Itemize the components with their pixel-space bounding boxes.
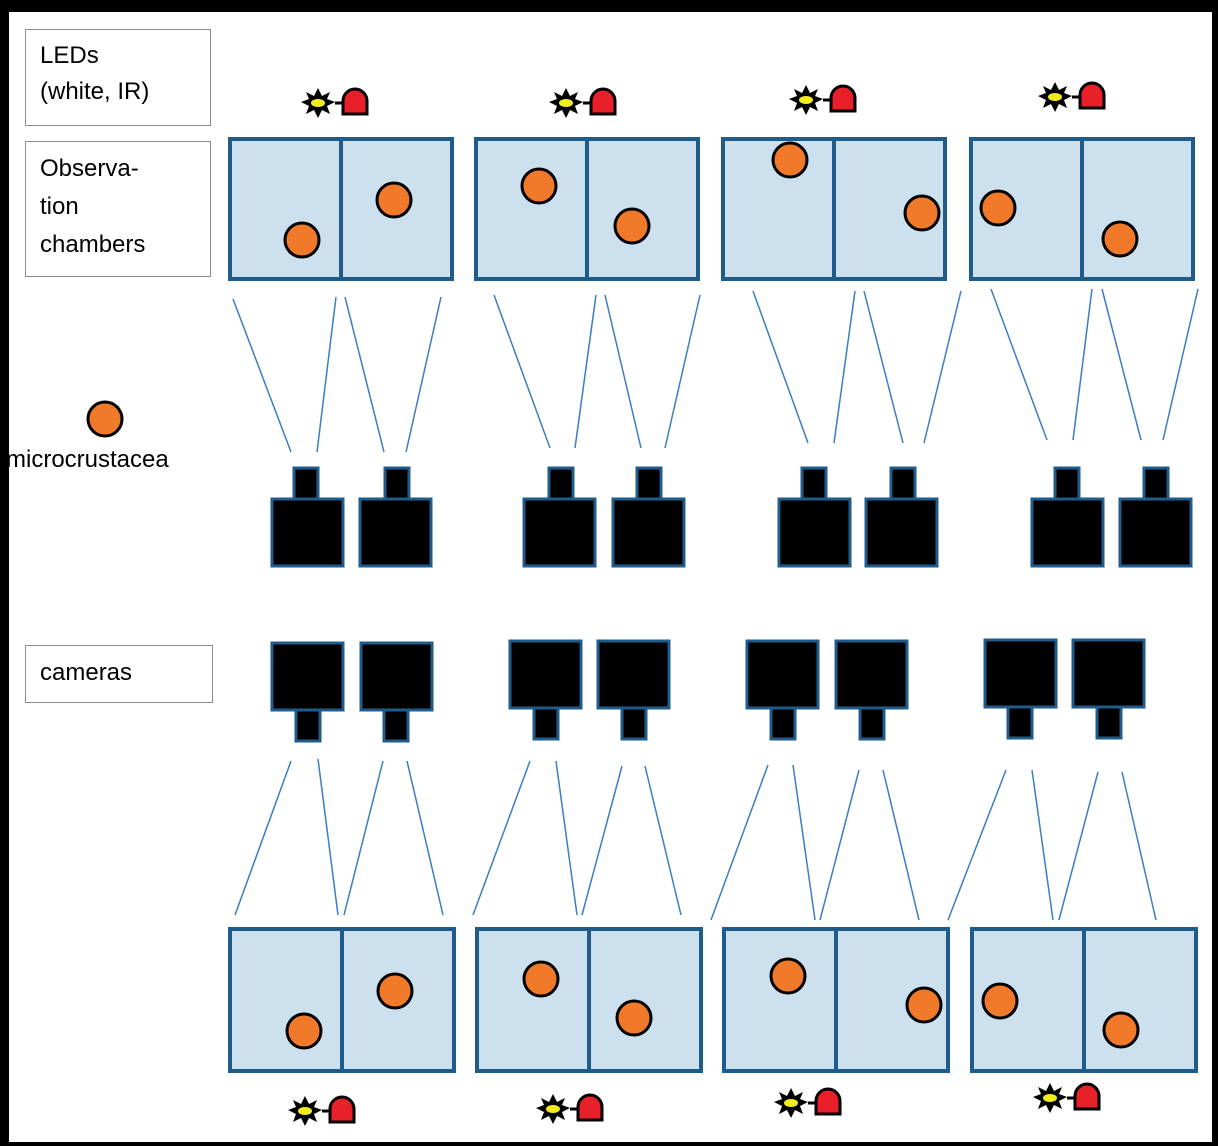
organism-icon <box>376 972 414 1010</box>
camera-icon <box>834 639 909 741</box>
led-pair-icon <box>286 1094 356 1128</box>
organism-icon <box>903 194 941 232</box>
organism-icon <box>769 957 807 995</box>
organism-icon <box>283 221 321 259</box>
organism-icon <box>285 1012 323 1050</box>
camera-icon <box>983 638 1058 740</box>
chambers-label: Observa- tion chambers <box>25 141 211 277</box>
bottom-chamber-1 <box>228 927 456 1073</box>
organism-icon <box>522 960 560 998</box>
organism-icon <box>375 181 413 219</box>
cameras-label-text: cameras <box>40 659 133 686</box>
leds-label-line2: (white, IR) <box>40 78 150 105</box>
camera-icon <box>270 466 345 568</box>
camera-icon <box>508 639 583 741</box>
legend-organism-icon <box>86 400 124 438</box>
organism-icon <box>615 999 653 1037</box>
organism-icon <box>979 189 1017 227</box>
cameras-label: cameras <box>25 645 213 703</box>
camera-icon <box>611 466 686 568</box>
led-pair-icon <box>534 1092 604 1126</box>
leds-label: LEDs (white, IR) <box>25 29 211 126</box>
camera-icon <box>777 466 852 568</box>
organism-icon <box>981 982 1019 1020</box>
legend-label: microcrustacea <box>6 446 169 473</box>
camera-icon <box>522 466 597 568</box>
organism-icon <box>520 167 558 205</box>
camera-icon <box>1118 466 1193 568</box>
bottom-view-lines <box>234 758 1157 921</box>
top-chamber-1 <box>228 137 454 281</box>
organism-icon <box>1102 1011 1140 1049</box>
chambers-label-line1: Observa- <box>40 155 139 182</box>
camera-icon <box>358 466 433 568</box>
led-pair-icon <box>1036 80 1106 114</box>
camera-icon <box>1071 638 1146 740</box>
led-pair-icon <box>547 86 617 120</box>
top-view-lines <box>232 288 1199 453</box>
bottom-chamber-2 <box>475 927 703 1073</box>
led-pair-icon <box>787 83 857 117</box>
organism-icon <box>905 986 943 1024</box>
camera-icon <box>596 639 671 741</box>
chambers-label-line2: tion <box>40 193 79 220</box>
led-pair-icon <box>772 1086 842 1120</box>
led-pair-icon <box>1031 1081 1101 1115</box>
top-chamber-2 <box>474 137 700 281</box>
led-pair-icon <box>299 86 369 120</box>
organism-icon <box>1101 220 1139 258</box>
camera-icon <box>1030 466 1105 568</box>
camera-icon <box>359 641 434 743</box>
camera-icon <box>864 466 939 568</box>
leds-label-line1: LEDs <box>40 42 99 69</box>
camera-icon <box>745 639 820 741</box>
organism-icon <box>613 207 651 245</box>
camera-icon <box>270 641 345 743</box>
organism-icon <box>771 141 809 179</box>
chambers-label-line3: chambers <box>40 231 146 258</box>
